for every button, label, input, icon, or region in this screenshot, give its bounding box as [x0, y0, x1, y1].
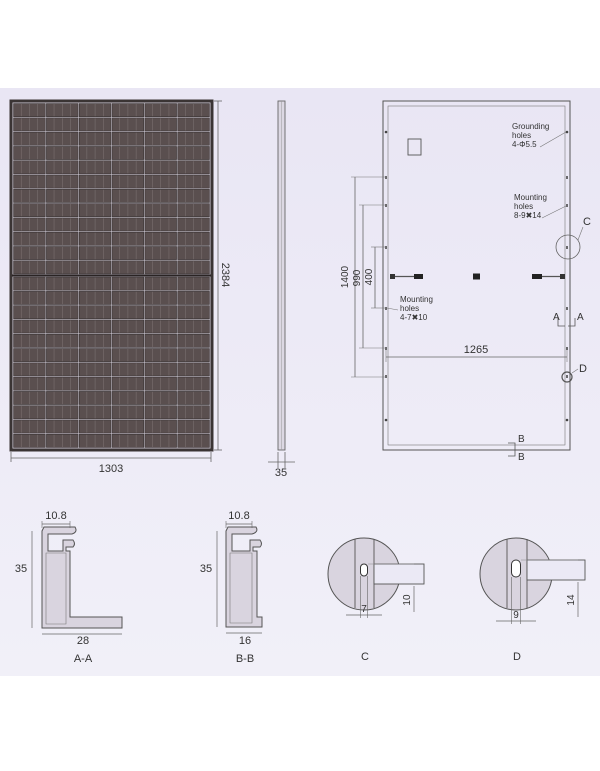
detail-c-caption: C: [361, 651, 369, 663]
rear-view: 1400 990 400 1265 Grounding holes 4-Φ5.5…: [340, 100, 591, 463]
detail-c-width-label: 7: [361, 604, 367, 615]
dim-1400-label: 1400: [340, 265, 351, 288]
grounding-hole: [384, 418, 388, 422]
detail-c-callout-label: C: [583, 216, 591, 228]
section-aa-height-label: 35: [15, 563, 27, 575]
section-a-label-right: A: [577, 312, 584, 323]
detail-c-bar: [373, 563, 425, 585]
junction-box: [407, 138, 422, 156]
section-bb-profile: [225, 526, 263, 628]
front-view: 1303 2384: [9, 99, 231, 475]
section-bb-top-label: 10.8: [228, 510, 249, 522]
section-b-label-bottom: B: [518, 452, 525, 463]
section-b-marker: [508, 442, 516, 457]
detail-c-callout-circle: [555, 234, 581, 260]
grounding-hole: [565, 130, 569, 134]
section-aa-caption: A-A: [74, 653, 93, 665]
dim-990-label: 990: [352, 269, 363, 286]
cell-grid: [13, 103, 210, 448]
detail-d: 9 14 D: [479, 537, 586, 663]
grounding-holes-label: Grounding holes 4-Φ5.5: [512, 122, 552, 149]
section-a-marker-left: [557, 318, 565, 327]
rear-frame-outer: [382, 100, 571, 451]
connector-center: [473, 273, 480, 280]
detail-c: 7 10 C: [327, 537, 425, 663]
detail-d-width-label: 9: [513, 610, 519, 621]
cable-left: [390, 274, 423, 279]
section-aa: 10.8 35 28 A-A: [15, 510, 123, 665]
section-bb-bottom-label: 16: [239, 635, 251, 647]
detail-d-caption: D: [513, 651, 521, 663]
cable-right: [532, 274, 565, 279]
section-bb: 10.8 35 16 B-B: [200, 510, 263, 665]
detail-d-bar: [526, 559, 586, 581]
grounding-hole: [384, 130, 388, 134]
mounting-left-leader: [386, 307, 399, 311]
height-dimension-label: 2384: [219, 263, 231, 287]
section-aa-top-label: 10.8: [45, 510, 66, 522]
section-b-label-top: B: [518, 434, 525, 445]
section-a-marker-right: [568, 318, 576, 327]
mounting-holes-right-label: Mounting holes 8-9✖14: [514, 193, 549, 220]
width-dimension-label: 1303: [99, 463, 123, 475]
grounding-leader: [539, 131, 567, 148]
section-aa-bottom-label: 28: [77, 635, 89, 647]
detail-c-slot: [360, 563, 368, 577]
side-view: 35: [268, 100, 295, 479]
dim-1265-label: 1265: [464, 344, 488, 356]
detail-c-length-label: 10: [402, 594, 413, 606]
mounting-right-leader: [541, 205, 567, 219]
detail-d-slot: [511, 559, 521, 578]
detail-d-callout-circle: [561, 371, 573, 383]
section-bb-height-label: 35: [200, 563, 212, 575]
thickness-dimension-label: 35: [275, 467, 287, 479]
section-bb-caption: B-B: [236, 653, 254, 665]
dim-400-label: 400: [364, 268, 375, 285]
section-aa-profile: [41, 526, 123, 629]
mounting-holes-left-label: Mounting holes 4-7✖10: [400, 295, 435, 322]
detail-d-length-label: 14: [566, 594, 577, 606]
detail-d-callout-label: D: [579, 363, 587, 375]
grounding-hole: [565, 418, 569, 422]
section-a-label-left: A: [553, 312, 560, 323]
